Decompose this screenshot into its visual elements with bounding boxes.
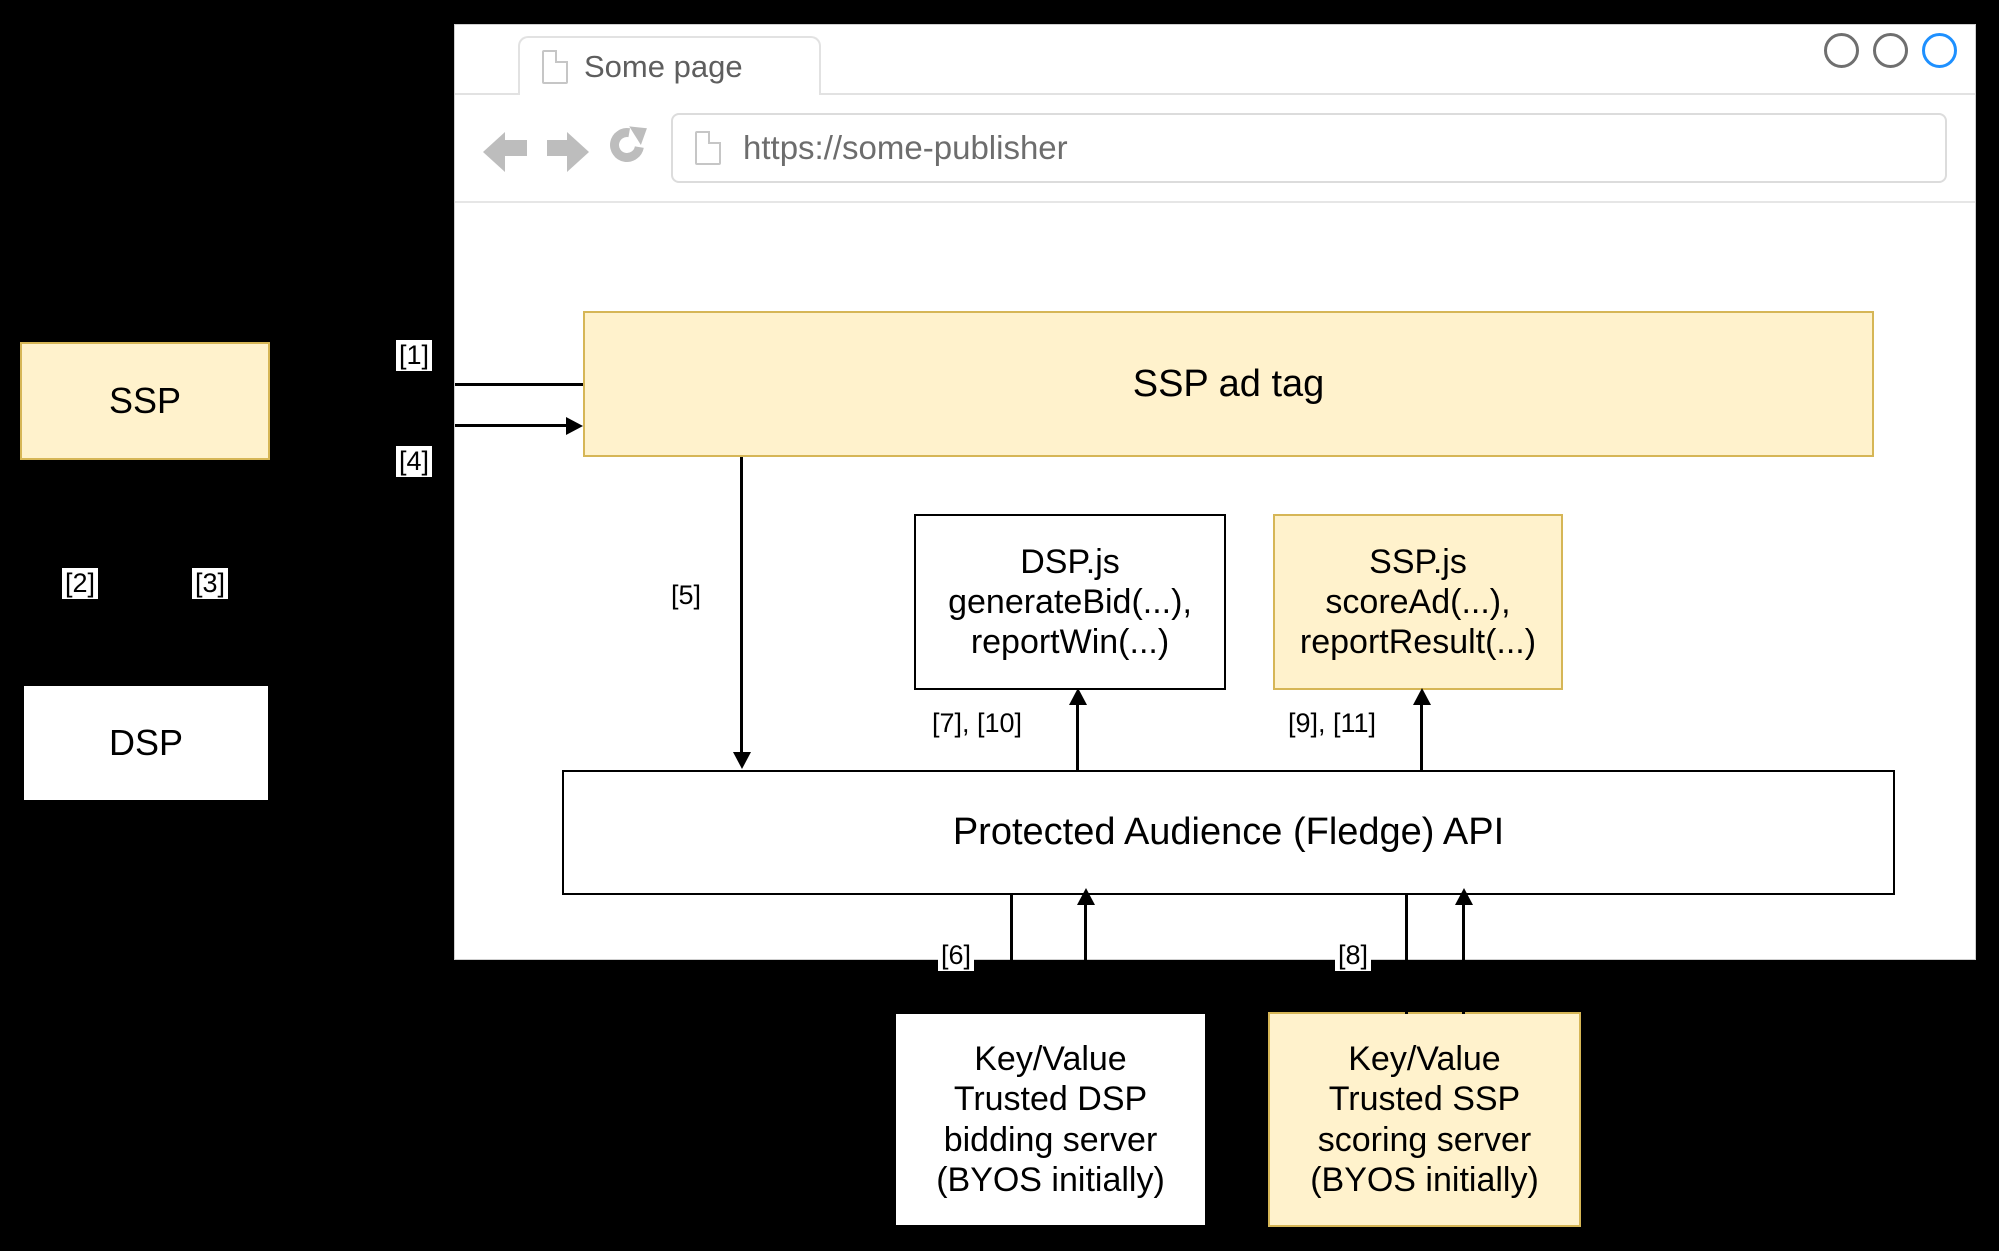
browser-tab[interactable]: Some page — [518, 36, 821, 95]
close-circle-icon[interactable] — [1922, 33, 1957, 68]
connector-step-4 — [455, 424, 567, 427]
connector-step-8-in — [1462, 900, 1465, 1014]
back-arrow-icon[interactable] — [483, 128, 529, 172]
arrowhead-step-4 — [566, 417, 583, 435]
window-controls — [1824, 33, 1957, 68]
node-dsp-kv-server: Key/Value Trusted DSP bidding server (BY… — [894, 1012, 1207, 1227]
node-dsp-kv-server-label: Key/Value Trusted DSP bidding server (BY… — [936, 1040, 1165, 1199]
node-ssp-js-label: SSP.js scoreAd(...), reportResult(...) — [1299, 542, 1537, 662]
arrowhead-step-6 — [1077, 888, 1095, 905]
connector-step-8-out — [1405, 894, 1408, 1014]
arrowhead-step-5 — [733, 752, 751, 769]
connector-step-1 — [455, 383, 583, 386]
node-ssp-ad-tag: SSP ad tag — [583, 311, 1874, 457]
arrowhead-step-9-11 — [1413, 688, 1431, 705]
step-label-9-11: [9], [11] — [1285, 708, 1380, 739]
node-dsp: DSP — [22, 684, 270, 802]
node-ssp-label: SSP — [108, 379, 182, 421]
node-ssp-kv-server: Key/Value Trusted SSP scoring server (BY… — [1268, 1012, 1581, 1227]
site-page-icon — [695, 131, 721, 165]
step-label-2: [2] — [62, 568, 99, 599]
node-protected-audience-api-label: Protected Audience (Fledge) API — [952, 811, 1505, 854]
connector-step-6-in — [1084, 900, 1087, 1014]
node-ssp-kv-server-label: Key/Value Trusted SSP scoring server (BY… — [1310, 1040, 1539, 1199]
page-icon — [542, 49, 568, 84]
arrowhead-step-7-10 — [1069, 688, 1087, 705]
browser-toolbar: https://some-publisher — [455, 95, 1975, 203]
reload-icon[interactable] — [607, 125, 653, 171]
step-label-7-10: [7], [10] — [929, 708, 1026, 739]
node-ssp-ad-tag-label: SSP ad tag — [1132, 362, 1325, 405]
node-dsp-js-label: DSP.js generateBid(...), reportWin(...) — [948, 542, 1192, 662]
step-label-3: [3] — [192, 568, 229, 599]
tab-title: Some page — [584, 48, 743, 84]
connector-step-6-out — [1010, 894, 1013, 1014]
connector-step-9-11 — [1420, 703, 1423, 771]
connector-step-5 — [740, 457, 743, 753]
arrowhead-step-8 — [1455, 888, 1473, 905]
forward-arrow-icon[interactable] — [547, 128, 589, 172]
step-label-8: [8] — [1335, 940, 1372, 971]
minimize-circle-icon[interactable] — [1824, 33, 1859, 68]
tab-strip: Some page — [455, 25, 1975, 95]
address-bar[interactable]: https://some-publisher — [671, 113, 1947, 183]
node-dsp-label: DSP — [108, 721, 184, 763]
step-label-1: [1] — [396, 340, 433, 371]
maximize-circle-icon[interactable] — [1873, 33, 1908, 68]
step-label-4: [4] — [396, 446, 433, 477]
step-label-5: [5] — [668, 580, 705, 611]
node-ssp: SSP — [20, 342, 270, 460]
node-protected-audience-api: Protected Audience (Fledge) API — [562, 770, 1895, 895]
node-dsp-js: DSP.js generateBid(...), reportWin(...) — [914, 514, 1226, 690]
connector-step-7-10 — [1076, 703, 1079, 771]
address-text: https://some-publisher — [743, 129, 1068, 166]
step-label-6: [6] — [938, 940, 975, 971]
node-ssp-js: SSP.js scoreAd(...), reportResult(...) — [1273, 514, 1563, 690]
